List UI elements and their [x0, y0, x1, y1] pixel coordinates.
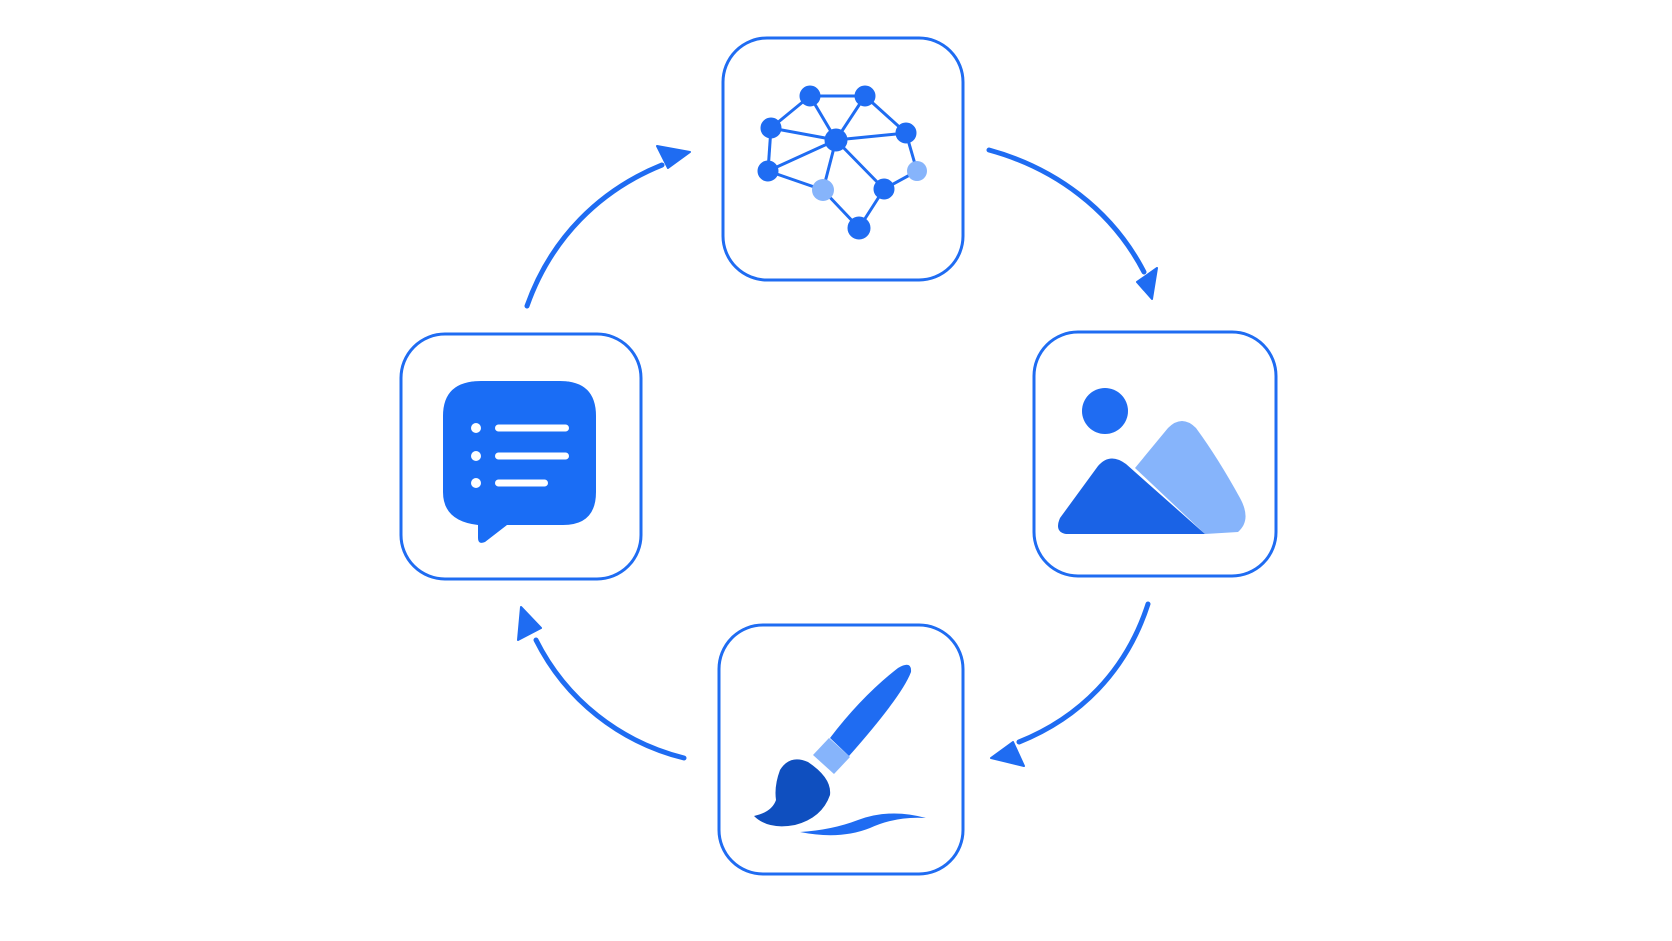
chat-list-icon: [443, 381, 596, 543]
arrow-chat-to-network: [524, 145, 691, 309]
node-network: [721, 36, 965, 282]
arrow-network-to-image: [986, 147, 1158, 300]
node-paintbrush: [717, 623, 965, 876]
arrow-image-to-paintbrush: [990, 601, 1151, 767]
arrow-paintbrush-to-chat: [517, 606, 687, 761]
image-landscape-icon: [1058, 388, 1246, 534]
paintbrush-icon: [754, 664, 926, 836]
node-chat: [399, 332, 643, 581]
network-graph-icon: [757, 85, 927, 240]
node-image: [1032, 330, 1278, 578]
